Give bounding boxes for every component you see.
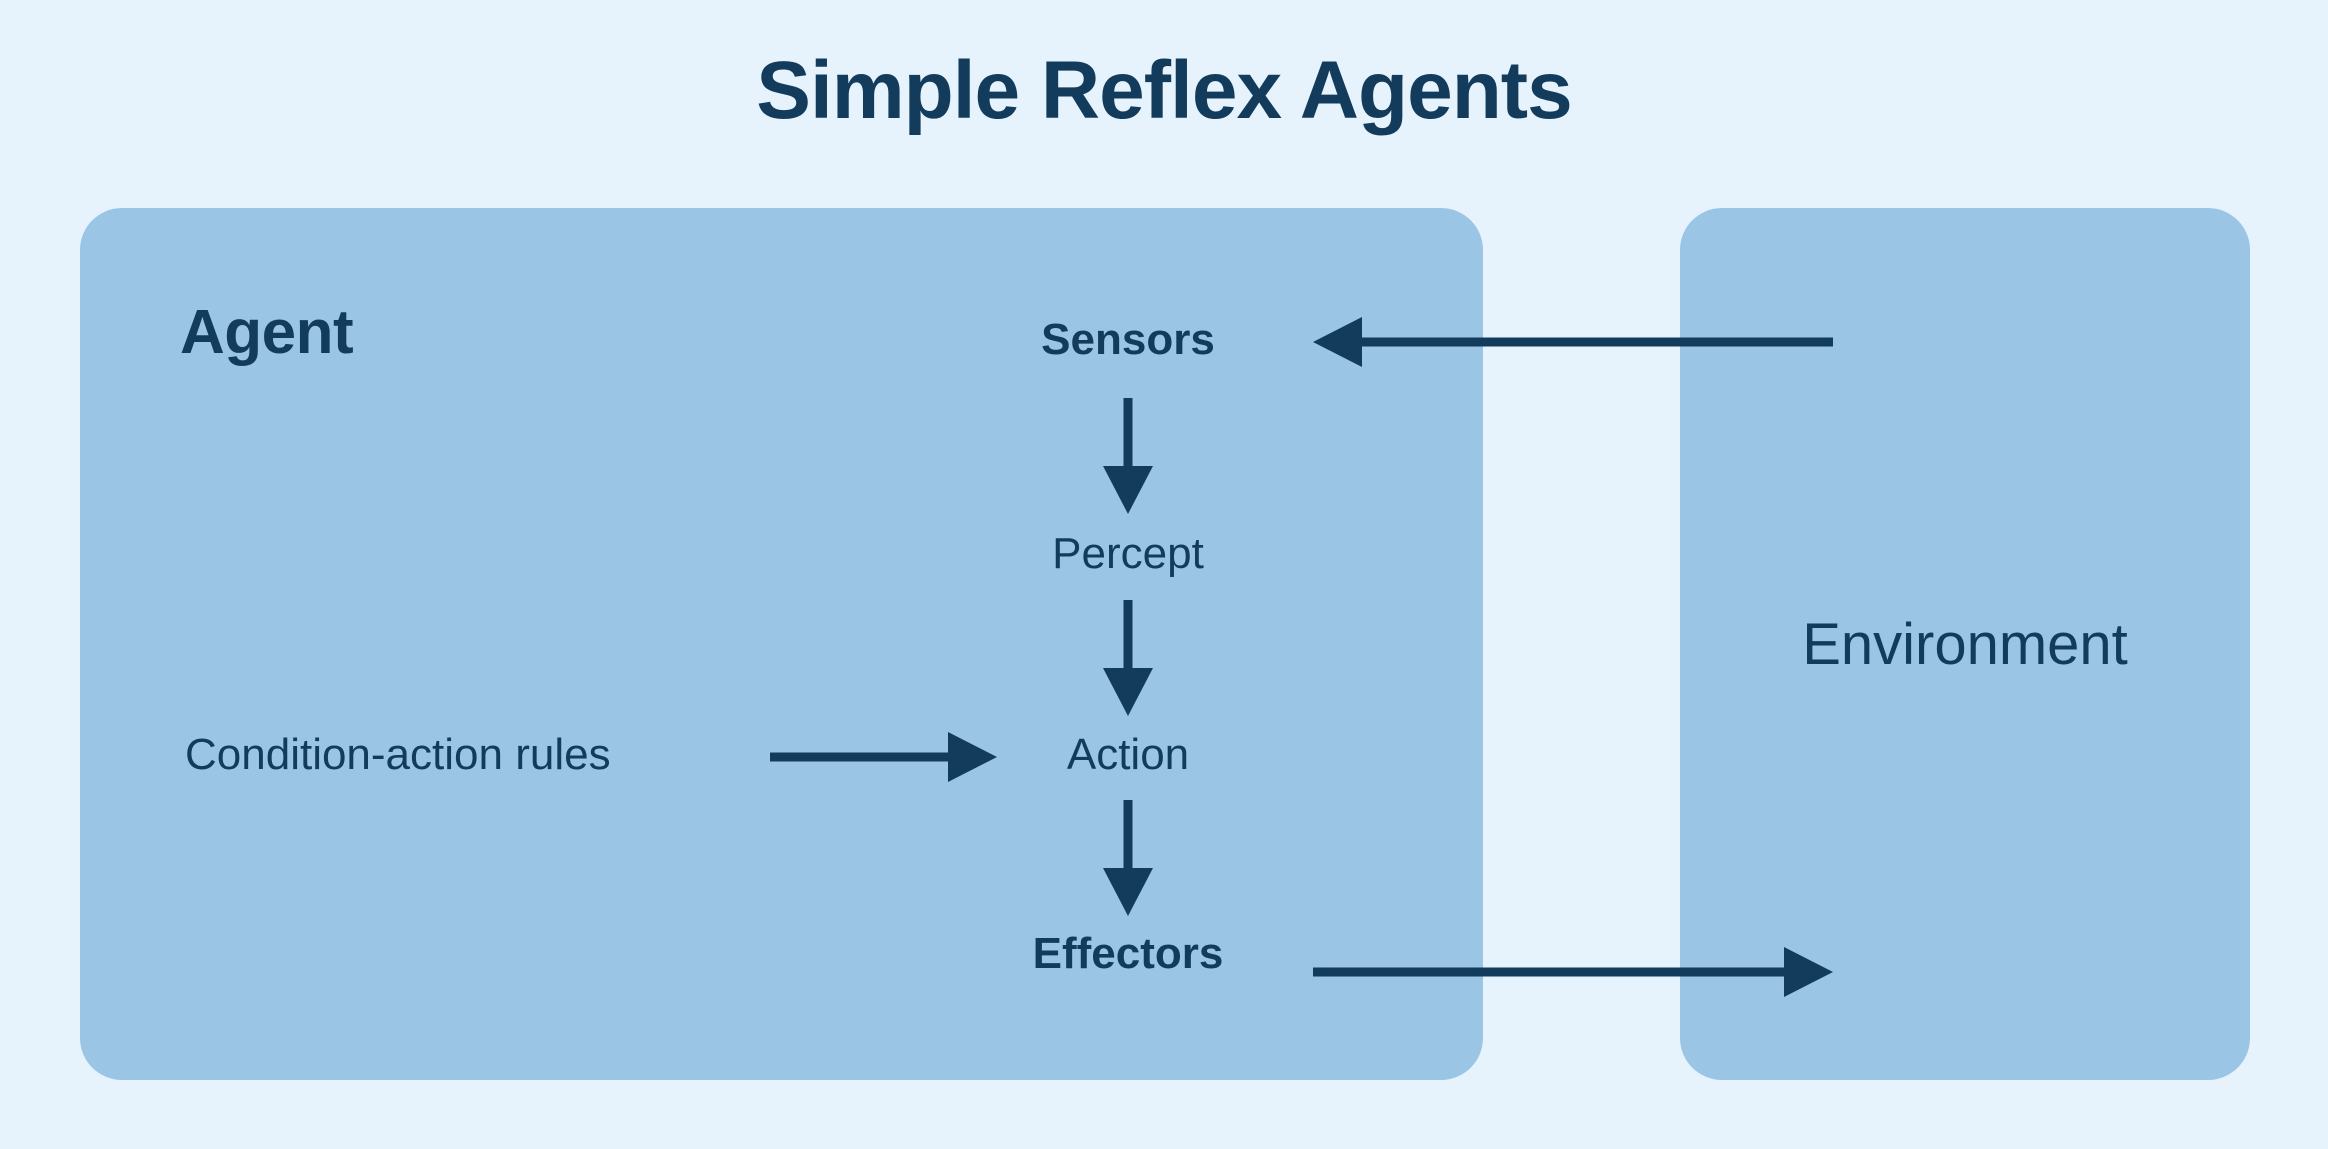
node-condition-action-rules: Condition-action rules (185, 730, 611, 779)
agent-panel-label: Agent (180, 298, 354, 367)
node-percept: Percept (1052, 529, 1204, 578)
page-title: Simple Reflex Agents (756, 45, 1572, 136)
environment-panel-label: Environment (1802, 612, 2128, 677)
node-sensors: Sensors (1041, 315, 1215, 364)
node-effectors: Effectors (1032, 929, 1224, 978)
environment-panel (1680, 208, 2250, 1080)
node-action: Action (1066, 730, 1190, 779)
agent-panel (80, 208, 1483, 1080)
